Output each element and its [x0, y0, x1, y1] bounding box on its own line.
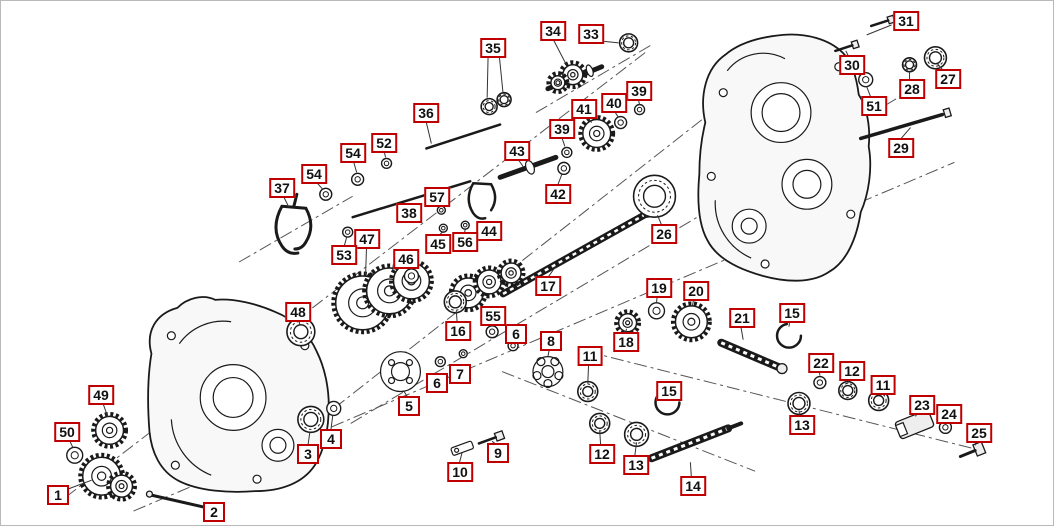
part-callout-15: 15	[656, 381, 682, 401]
part-callout-51: 51	[861, 96, 887, 116]
part-callout-4: 4	[320, 429, 342, 449]
hardware	[379, 14, 987, 459]
part-callout-35: 35	[480, 38, 506, 58]
part-callout-34: 34	[540, 21, 566, 41]
part-callout-43: 43	[504, 141, 530, 161]
bolt-9	[477, 429, 506, 445]
part-callout-46: 46	[393, 249, 419, 269]
bushing-23	[894, 409, 935, 440]
part-callout-36: 36	[413, 103, 439, 123]
part-callout-39: 39	[626, 81, 652, 101]
part-callout-33: 33	[578, 24, 604, 44]
part-callout-40: 40	[601, 93, 627, 113]
part-callout-48: 48	[285, 302, 311, 322]
part-callout-5: 5	[398, 396, 420, 416]
bolt-31	[869, 14, 896, 28]
part-callout-38: 38	[396, 203, 422, 223]
part-callout-7: 7	[449, 364, 471, 384]
part-callout-6-2: 6	[505, 324, 527, 344]
part-callout-21: 21	[729, 308, 755, 328]
part-callout-53: 53	[331, 245, 357, 265]
shift-fork-right	[467, 182, 497, 220]
part-callout-31: 31	[893, 11, 919, 31]
part-callout-49: 49	[88, 385, 114, 405]
right-crankcase-half	[697, 33, 872, 282]
part-callout-13-2: 13	[789, 415, 815, 435]
part-callout-9: 9	[487, 443, 509, 463]
part-callout-28: 28	[899, 79, 925, 99]
part-callout-8: 8	[540, 331, 562, 351]
part-callout-19: 19	[646, 278, 672, 298]
hub-5	[379, 351, 422, 393]
part-callout-26: 26	[651, 224, 677, 244]
part-callout-47: 47	[354, 229, 380, 249]
part-callout-57: 57	[424, 187, 450, 207]
part-callout-54: 54	[340, 143, 366, 163]
part-callout-6: 6	[426, 373, 448, 393]
shift-fork-left	[274, 192, 313, 255]
part-callout-10: 10	[447, 462, 473, 482]
part-callout-15-2: 15	[779, 303, 805, 323]
part-callout-12: 12	[589, 444, 615, 464]
part-callout-11-2: 11	[870, 375, 896, 395]
part-callout-23: 23	[909, 395, 935, 415]
part-callout-50: 50	[54, 422, 80, 442]
part-callout-24: 24	[936, 404, 962, 424]
part-callout-13: 13	[623, 455, 649, 475]
bolt-25	[958, 440, 987, 459]
part-callout-52: 52	[371, 133, 397, 153]
part-callout-55: 55	[480, 306, 506, 326]
part-callout-42: 42	[545, 184, 571, 204]
part-callout-54-2: 54	[301, 164, 327, 184]
part-callout-17: 17	[535, 276, 561, 296]
part-callout-56: 56	[452, 232, 478, 252]
part-callout-27: 27	[935, 69, 961, 89]
part-callout-20: 20	[683, 281, 709, 301]
hub-8	[532, 356, 564, 389]
part-callout-1: 1	[47, 485, 69, 505]
part-callout-30: 30	[839, 55, 865, 75]
part-callout-39-2: 39	[549, 119, 575, 139]
bolt-30	[834, 39, 860, 53]
shafts	[145, 64, 953, 510]
part-callout-22: 22	[808, 353, 834, 373]
part-callout-44: 44	[476, 221, 502, 241]
part-callout-41: 41	[571, 99, 597, 119]
part-callout-18: 18	[613, 332, 639, 352]
part-callout-16: 16	[445, 321, 471, 341]
part-callout-45: 45	[425, 234, 451, 254]
part-callout-3: 3	[297, 444, 319, 464]
part-callout-14: 14	[680, 476, 706, 496]
part-callout-25: 25	[966, 423, 992, 443]
part-callout-37: 37	[269, 178, 295, 198]
part-callout-29: 29	[888, 138, 914, 158]
left-crankcase-half	[147, 296, 330, 493]
part-callout-12-2: 12	[839, 361, 865, 381]
shift-forks	[274, 182, 497, 255]
part-callout-2: 2	[203, 502, 225, 522]
plate-10	[450, 440, 474, 456]
part-callout-11: 11	[577, 346, 603, 366]
